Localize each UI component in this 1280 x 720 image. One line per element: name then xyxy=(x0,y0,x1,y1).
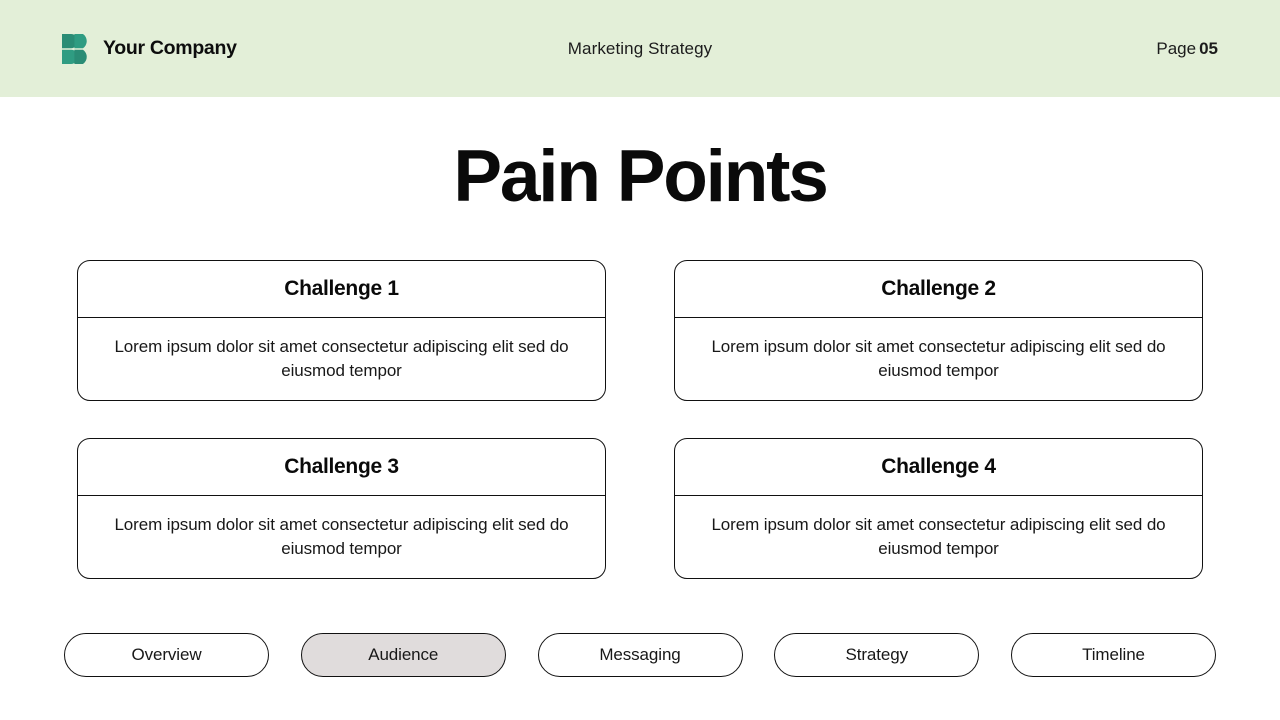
challenge-card-title: Challenge 1 xyxy=(284,277,399,300)
challenge-card-body: Lorem ipsum dolor sit amet consectetur a… xyxy=(78,496,605,578)
brand: Your Company xyxy=(62,33,237,64)
nav-pill-audience[interactable]: Audience xyxy=(300,633,506,677)
page-number: 05 xyxy=(1199,38,1218,58)
challenge-card-grid: Challenge 1 Lorem ipsum dolor sit amet c… xyxy=(77,260,1203,579)
nav-pill-strategy[interactable]: Strategy xyxy=(774,633,980,677)
challenge-card-header: Challenge 2 xyxy=(675,261,1202,318)
page-title: Pain Points xyxy=(453,136,829,217)
challenge-card-header: Challenge 4 xyxy=(675,439,1202,496)
section-nav: Overview Audience Messaging Strategy Tim… xyxy=(64,633,1216,677)
nav-pill-timeline[interactable]: Timeline xyxy=(1011,633,1216,677)
challenge-card-header: Challenge 3 xyxy=(78,439,605,496)
company-logo-icon xyxy=(62,33,87,64)
page-label: Page xyxy=(1156,38,1197,58)
brand-name: Your Company xyxy=(103,37,237,59)
challenge-card: Challenge 3 Lorem ipsum dolor sit amet c… xyxy=(77,438,606,579)
header-title: Marketing Strategy xyxy=(567,38,713,58)
challenge-card-title: Challenge 4 xyxy=(881,455,996,478)
challenge-card-body: Lorem ipsum dolor sit amet consectetur a… xyxy=(675,318,1202,400)
challenge-card-text: Lorem ipsum dolor sit amet consectetur a… xyxy=(114,515,569,558)
challenge-card: Challenge 1 Lorem ipsum dolor sit amet c… xyxy=(77,260,606,401)
challenge-card-title: Challenge 2 xyxy=(881,277,996,300)
challenge-card-title: Challenge 3 xyxy=(284,455,399,478)
challenge-card-text: Lorem ipsum dolor sit amet consectetur a… xyxy=(711,515,1166,558)
challenge-card-body: Lorem ipsum dolor sit amet consectetur a… xyxy=(78,318,605,400)
nav-pill-messaging[interactable]: Messaging xyxy=(537,633,743,677)
challenge-card: Challenge 4 Lorem ipsum dolor sit amet c… xyxy=(674,438,1203,579)
challenge-card-text: Lorem ipsum dolor sit amet consectetur a… xyxy=(114,337,569,380)
challenge-card-body: Lorem ipsum dolor sit amet consectetur a… xyxy=(675,496,1202,578)
challenge-card-text: Lorem ipsum dolor sit amet consectetur a… xyxy=(711,337,1166,380)
challenge-card-header: Challenge 1 xyxy=(78,261,605,318)
nav-pill-overview[interactable]: Overview xyxy=(64,633,269,677)
challenge-card: Challenge 2 Lorem ipsum dolor sit amet c… xyxy=(674,260,1203,401)
